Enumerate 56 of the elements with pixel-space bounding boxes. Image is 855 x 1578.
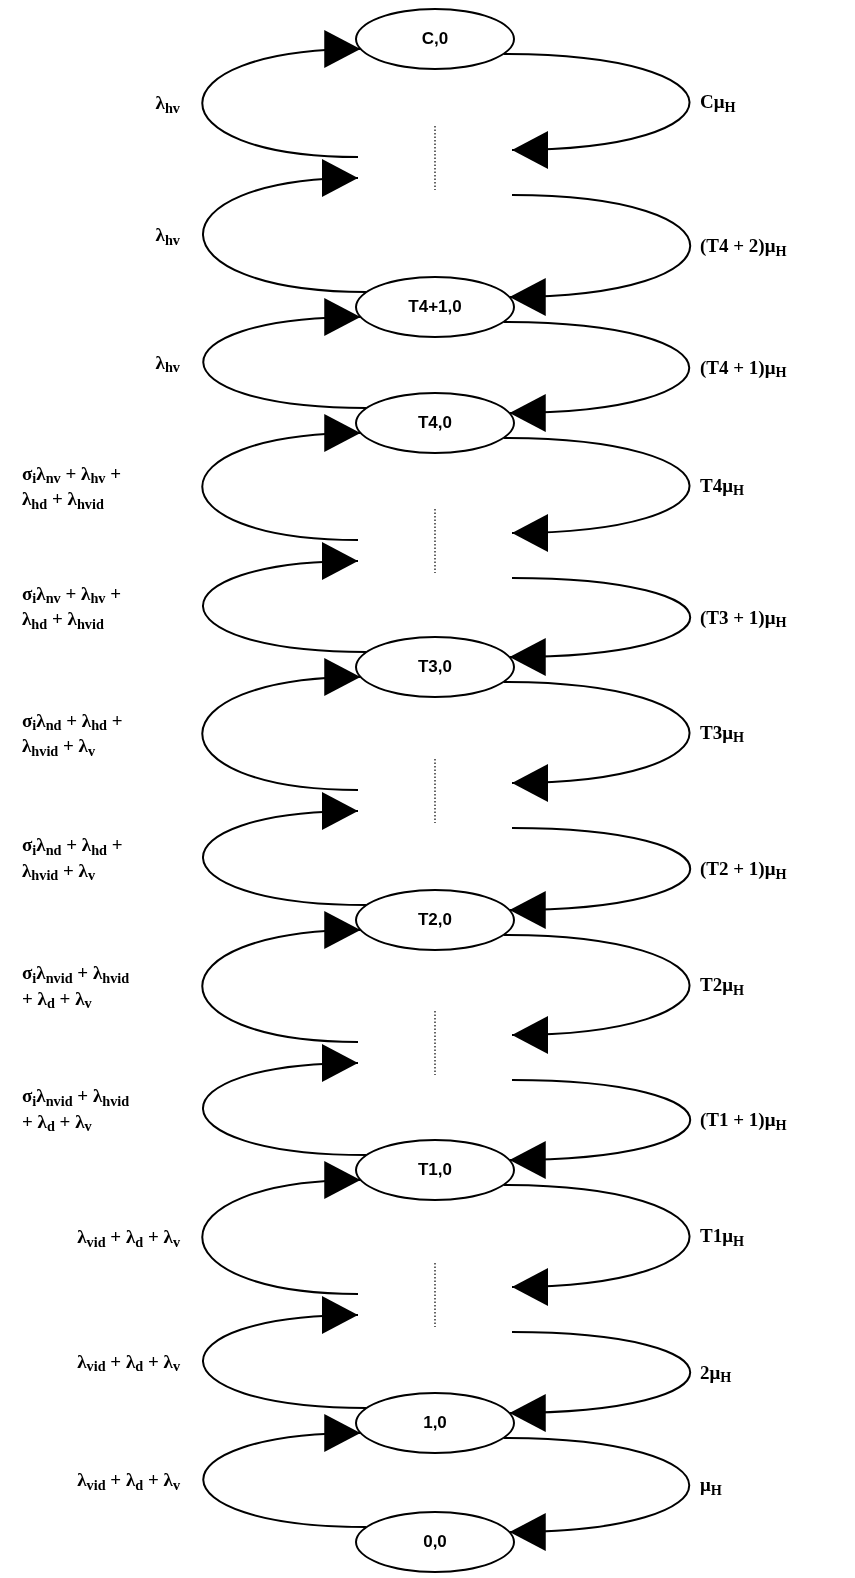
transition-arrow <box>201 912 362 1043</box>
edge-label: T3μ$_{H}$ <box>700 720 745 746</box>
state-label: 0,0 <box>423 1531 447 1554</box>
edge-label: (T2 + 1)μ$_{H}$ <box>700 857 787 882</box>
transition-arrow <box>202 1297 367 1409</box>
state-label: T4,0 <box>418 412 452 435</box>
transition-arrow <box>201 415 362 541</box>
state-label: T4+1,0 <box>408 296 462 319</box>
edge-label: σ$_{i}$λ$_{nv}$ + λ$_{hv}$ + λ$_{hd}$ + λ$_{hvid}$ <box>22 461 123 513</box>
edge-label: σ$_{i}$λ$_{nv}$ + λ$_{hv}$ + λ$_{hd}$ + λ$_{hvid}$ <box>22 581 123 633</box>
transition-arrow <box>503 437 691 551</box>
transition-arrow <box>508 1079 692 1178</box>
edge-label: (T4 + 2)μ$_{H}$ <box>700 234 787 259</box>
edge-label: λ$_{hv}$ <box>155 91 180 116</box>
state-label: T3,0 <box>418 656 452 679</box>
transition-arrow <box>202 1045 367 1156</box>
edge-label: σ$_{i}$λ$_{nd}$ + λ$_{hd}$ + λ$_{hvid}$ + λ$_{v}$ <box>22 833 124 884</box>
transition-arrow <box>508 827 692 928</box>
transition-arrow <box>202 793 367 906</box>
state-label: C,0 <box>421 28 449 51</box>
transition-arrow <box>503 1184 691 1305</box>
transition-arrow <box>201 659 362 791</box>
edge-label: λ$_{hv}$ <box>155 223 180 248</box>
transition-arrow <box>202 299 367 409</box>
edge-label: T4μ$_{H}$ <box>700 473 745 499</box>
transition-arrow <box>508 194 692 315</box>
edge-label: σ$_{i}$λ$_{nvid}$ + λ$_{hvid}$ + λ$_{d}$ + λ$_{v}$ <box>22 1084 131 1135</box>
transition-arrow <box>503 934 691 1053</box>
edge-label: λ$_{vid}$ + λ$_{d}$ + λ$_{v}$ <box>77 1349 180 1375</box>
edge-label: σ$_{i}$λ$_{nvid}$ + λ$_{hvid}$ + λ$_{d}$ + λ$_{v}$ <box>22 961 131 1012</box>
transition-arrow <box>503 681 691 801</box>
edge-label: (T4 + 1)μ$_{H}$ <box>700 355 787 381</box>
transition-arrow <box>503 321 691 431</box>
edge-label: λ$_{hv}$ <box>155 350 180 376</box>
edge-label: λ$_{vid}$ + λ$_{d}$ + λ$_{v}$ <box>77 1468 180 1493</box>
edge-label: Cμ$_{H}$ <box>700 90 736 115</box>
state-label: 1,0 <box>423 1412 447 1435</box>
state-label: T2,0 <box>418 909 452 932</box>
edge-label: (T1 + 1)μ$_{H}$ <box>700 1108 787 1133</box>
transition-arrow <box>201 31 362 158</box>
transition-arrow <box>503 53 691 168</box>
transition-arrow <box>503 1437 691 1550</box>
edge-label: T2μ$_{H}$ <box>700 973 745 998</box>
transition-arrow <box>508 577 692 675</box>
transition-arrow <box>202 1415 367 1528</box>
edge-label: T1μ$_{H}$ <box>700 1224 745 1249</box>
edge-label: λ$_{vid}$ + λ$_{d}$ + λ$_{v}$ <box>77 1225 180 1250</box>
edge-label: σ$_{i}$λ$_{nd}$ + λ$_{hd}$ + λ$_{hvid}$ + λ$_{v}$ <box>22 708 124 760</box>
edge-label: μ$_{H}$ <box>700 1473 722 1498</box>
edge-label: 2μ$_{H}$ <box>700 1360 732 1386</box>
transition-arrow <box>201 1162 362 1295</box>
edge-label: (T3 + 1)μ$_{H}$ <box>700 605 787 631</box>
state-label: T1,0 <box>418 1159 452 1182</box>
transition-arrow <box>202 160 367 293</box>
transition-arrow <box>508 1331 692 1431</box>
transition-arrow <box>202 543 367 653</box>
